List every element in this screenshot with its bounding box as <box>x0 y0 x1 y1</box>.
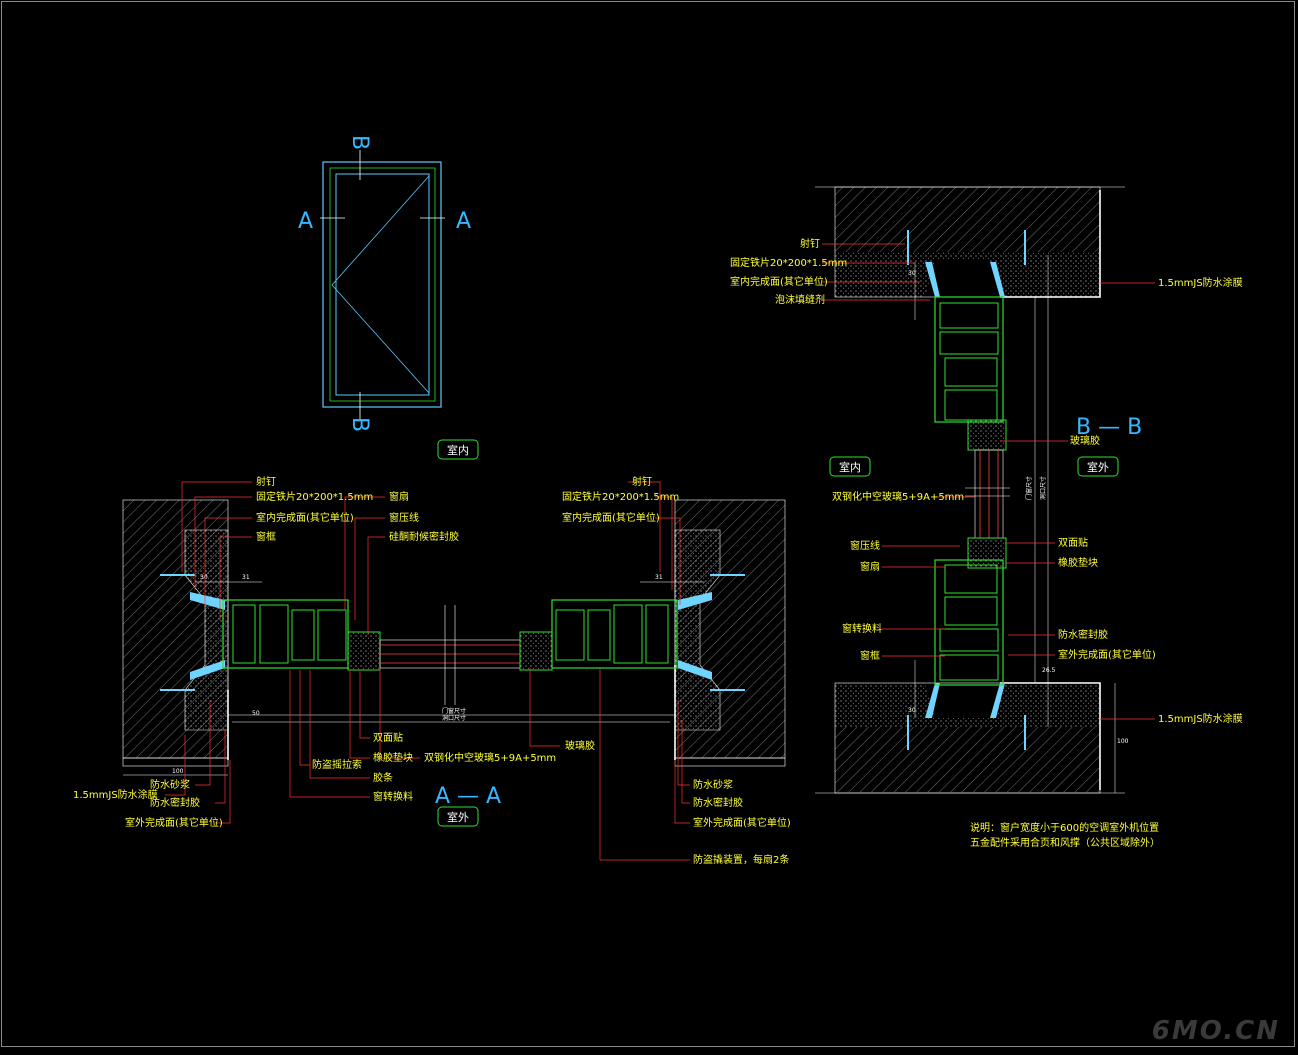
bb-label-js-coating: 1.5mmJS防水涂膜 <box>1158 276 1243 289</box>
bb-label-js-coating-2: 1.5mmJS防水涂膜 <box>1158 712 1243 725</box>
aa-label-interior-finish: 室内完成面(其它单位) <box>256 511 354 524</box>
bb-room-inside: 室内 <box>839 460 861 474</box>
section-mark-b-bottom: B <box>347 417 372 432</box>
aa-dim-31-right: 31 <box>655 574 663 581</box>
bb-label-nail: 射钉 <box>800 238 820 250</box>
aa-label-glazing-bead: 窗压线 <box>389 511 419 524</box>
bb-dim-hole: 洞口尺寸 <box>1039 476 1047 500</box>
aa-dim-50: 50 <box>252 710 260 717</box>
section-mark-a-right: A <box>456 209 471 234</box>
bb-label-sash: 窗扇 <box>860 560 880 573</box>
aa-dim-30-left: 30 <box>200 574 208 581</box>
aa-label-sash: 窗扇 <box>389 490 409 503</box>
aa-label-nail: 射钉 <box>256 476 276 488</box>
aa-room-outside: 室外 <box>447 810 469 824</box>
aa-label-waterproof-sealant-right: 防水密封胶 <box>693 796 743 809</box>
bb-label-glass-glue: 玻璃胶 <box>1070 434 1100 447</box>
aa-label-anti-theft-device: 防盗撬装置，每扇2条 <box>693 853 789 866</box>
bb-label-frame: 窗框 <box>860 649 880 662</box>
aa-label-glass-glue: 玻璃胶 <box>565 739 595 752</box>
bb-label-exterior-finish: 室外完成面(其它单位) <box>1058 648 1156 661</box>
bb-label-glass: 双钢化中空玻璃5+9A+5mm <box>832 490 964 503</box>
note-line-1: 说明：窗户宽度小于600的空调室外机位置 <box>970 821 1159 834</box>
aa-dim-hole: 洞口尺寸 <box>442 714 466 722</box>
aa-label-exterior-finish-right: 室外完成面(其它单位) <box>693 816 791 829</box>
bb-room-outside: 室外 <box>1087 460 1109 474</box>
aa-label-fixing-plate-right: 固定铁片20*200*1.5mm <box>562 490 679 503</box>
section-aa: 30 31 31 100 50 门窗尺寸 洞口尺寸 <box>73 476 791 866</box>
aa-dim-31-left: 31 <box>242 574 250 581</box>
bb-label-rubber-strip: 橡胶垫块 <box>1058 556 1098 569</box>
aa-label-glue: 胶条 <box>373 771 393 784</box>
note-line-2: 五金配件采用合页和风撑（公共区域除外） <box>970 836 1160 849</box>
aa-dim-window: 门窗尺寸 <box>442 707 466 715</box>
aa-label-ep-seal: 硅酮耐候密封胶 <box>389 530 459 543</box>
bb-dim-30-bottom: 30 <box>908 707 916 714</box>
bb-label-foam: 泡沫填缝剂 <box>775 293 825 306</box>
bb-dim-100: 100 <box>1117 738 1129 745</box>
aa-label-nail-right: 射钉 <box>632 476 652 488</box>
section-bb-title: B — B <box>1076 415 1142 440</box>
bb-label-fixing-plate: 固定铁片20*200*1.5mm <box>730 256 847 269</box>
bb-label-glazing-bead: 窗压线 <box>850 539 880 552</box>
aa-label-glass: 双钢化中空玻璃5+9A+5mm <box>424 751 556 764</box>
aa-label-interior-finish-right: 室内完成面(其它单位) <box>562 511 660 524</box>
bb-label-waterproof-sealant: 防水密封胶 <box>1058 628 1108 641</box>
aa-label-anti-theft: 防盗摇拉索 <box>312 758 362 771</box>
aa-label-transition: 窗转换料 <box>373 790 413 803</box>
elevation-room-label: 室内 <box>447 443 469 457</box>
aa-label-rubber-strip: 橡胶垫块 <box>373 751 413 764</box>
aa-label-exterior-finish-left: 室外完成面(其它单位) <box>125 816 223 829</box>
aa-label-frame: 窗框 <box>256 530 276 543</box>
bb-dim-window: 门窗尺寸 <box>1025 476 1033 500</box>
aa-label-js-coating: 1.5mmJS防水涂膜 <box>73 788 158 801</box>
aa-label-double-tape: 双面贴 <box>373 731 403 744</box>
bb-label-double-tape: 双面贴 <box>1058 536 1088 549</box>
bb-label-transition: 窗转换料 <box>842 622 882 635</box>
aa-label-waterproof-sealant-left: 防水密封胶 <box>150 796 200 809</box>
watermark: 6MO.CN <box>1151 1016 1280 1046</box>
section-mark-a-left: A <box>298 209 313 234</box>
aa-label-waterproof-mortar-left: 防水砂浆 <box>150 778 190 791</box>
section-aa-title: A — A <box>435 784 501 809</box>
bb-dim-26: 26.5 <box>1042 667 1056 674</box>
aa-dim-100: 100 <box>172 768 184 775</box>
aa-label-fixing-plate: 固定铁片20*200*1.5mm <box>256 490 373 503</box>
aa-label-waterproof-mortar-right: 防水砂浆 <box>693 778 733 791</box>
window-elevation: A A B B 室内 <box>298 135 479 460</box>
bb-dim-30-top: 30 <box>908 270 916 277</box>
section-mark-b-top: B <box>347 135 372 150</box>
bb-label-interior-finish: 室内完成面(其它单位) <box>730 275 828 288</box>
section-bb: 30 30 26.5 100 门窗尺寸 洞口尺寸 射钉 固定铁片20*200 <box>730 186 1243 794</box>
